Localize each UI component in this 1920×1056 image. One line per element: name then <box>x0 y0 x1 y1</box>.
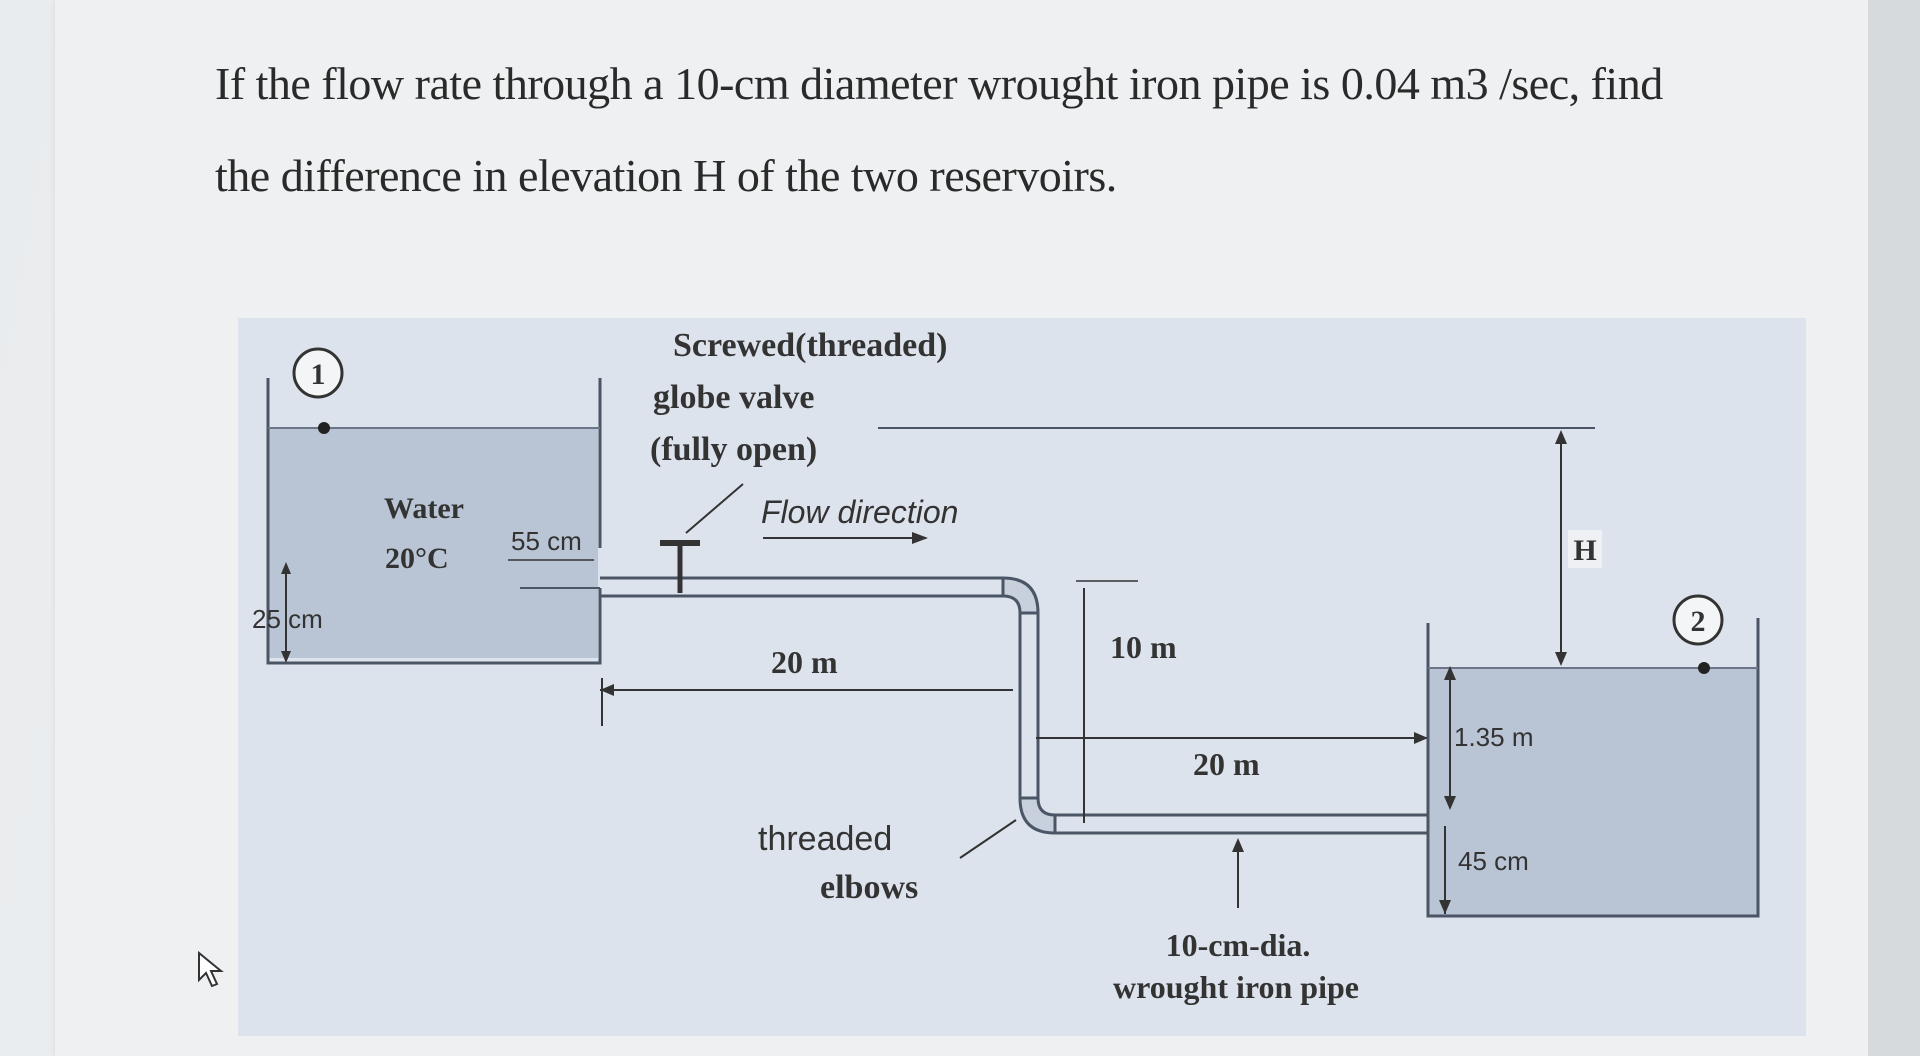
reservoir-1-water <box>268 428 598 658</box>
dim-25-arrow-down <box>281 651 291 663</box>
dim-20b-arrow <box>1414 732 1428 744</box>
water-label: Water <box>384 492 464 525</box>
valve-label-2: globe valve <box>653 379 814 416</box>
valve-label-1: Screwed(threaded) <box>673 327 947 364</box>
valve-leader <box>685 483 744 534</box>
reservoir-2-water <box>1428 668 1758 916</box>
dim-135-label: 1.35 m <box>1454 722 1534 752</box>
reservoir-1-walls <box>266 378 602 665</box>
elbow-upper <box>1001 576 1040 615</box>
marker-1-label: 1 <box>311 358 326 391</box>
pipe-label-arrow <box>1232 838 1244 852</box>
question-line-1: If the flow rate through a 10-cm diamete… <box>215 58 1663 109</box>
flow-direction-label: Flow direction <box>761 494 958 530</box>
elbows-label-1: threaded <box>758 820 892 858</box>
dim-20b-label: 20 m <box>1193 746 1260 782</box>
marker-2-label: 2 <box>1691 605 1706 638</box>
marker-2-circle <box>1672 594 1724 646</box>
point-2-dot <box>1698 662 1710 674</box>
dim-25-arrow-up <box>281 562 291 574</box>
dim-45-label: 45 cm <box>1458 846 1529 876</box>
temp-label: 20°C <box>385 542 449 575</box>
dim-55-label: 55 cm <box>511 526 582 556</box>
question-text: If the flow rate through a 10-cm diamete… <box>215 38 1795 222</box>
dim-10-label: 10 m <box>1110 629 1177 665</box>
window-edge <box>1868 0 1920 1056</box>
h-label: H <box>1573 534 1596 567</box>
dim-135-arrow-down <box>1444 796 1456 810</box>
h-arrow-up <box>1555 430 1567 444</box>
valve-label-3: (fully open) <box>650 431 817 468</box>
point-1-dot <box>318 422 330 434</box>
h-arrow-down <box>1555 652 1567 666</box>
reservoir-2-walls <box>1426 618 1760 918</box>
question-line-2: the difference in elevation H of the two… <box>215 150 1117 201</box>
flow-arrowhead <box>912 532 928 544</box>
pipe-system-diagram: 1 Water 20°C 25 cm 55 cm Screwed(threade… <box>252 327 1760 1005</box>
pipe-label-2: wrought iron pipe <box>1113 969 1359 1005</box>
elbows-label-2: elbows <box>820 869 918 906</box>
dim-20a-arrow <box>600 684 614 696</box>
dim-135-arrow-up <box>1444 666 1456 680</box>
problem-figure: 1 Water 20°C 25 cm 55 cm Screwed(threade… <box>238 318 1806 1036</box>
dim-45-arrow <box>1439 900 1451 914</box>
dim-25-label: 25 cm <box>252 604 323 634</box>
marker-1-circle <box>292 347 344 399</box>
pipe-label-1: 10-cm-dia. <box>1166 927 1311 963</box>
elbow-lower <box>1018 796 1057 835</box>
dim-20a-label: 20 m <box>771 644 838 680</box>
h-label-box <box>1568 530 1602 568</box>
mouse-pointer-icon <box>198 950 224 988</box>
elbows-leader <box>959 819 1017 859</box>
